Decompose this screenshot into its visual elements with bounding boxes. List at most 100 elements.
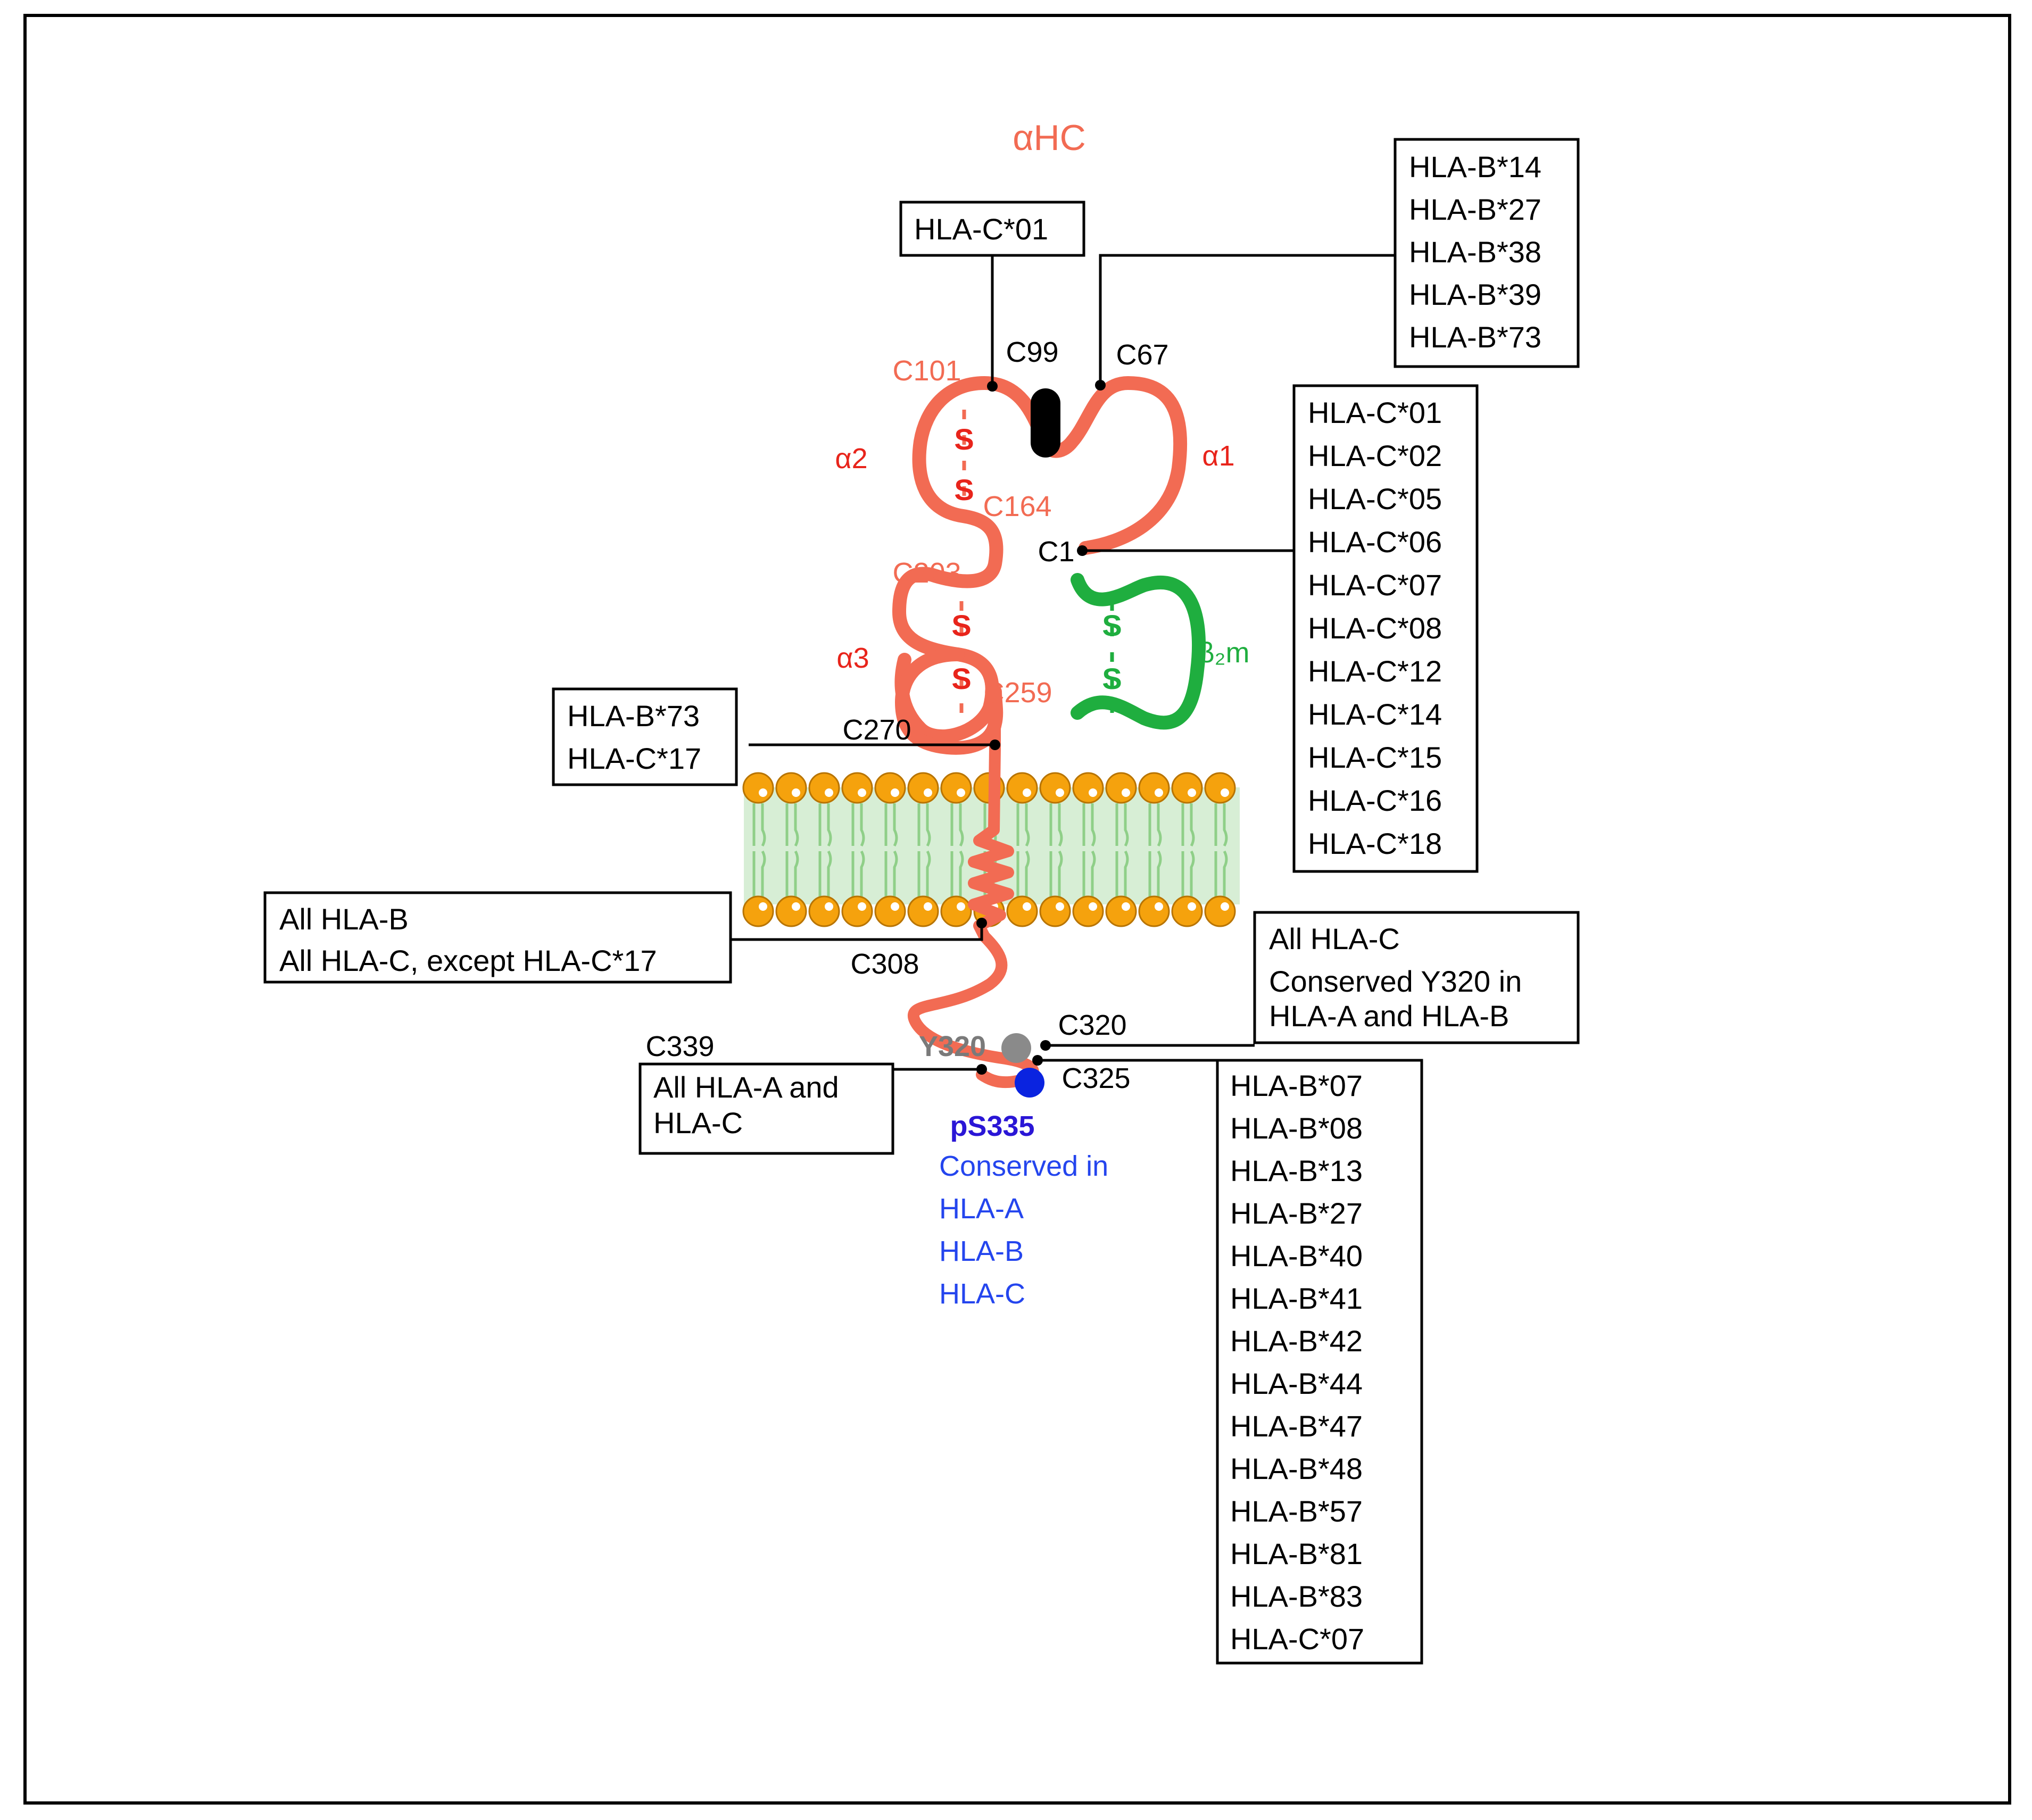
box-c325-line-2: HLA-B*13 [1230,1154,1363,1187]
box-c99 [899,201,1085,257]
lipid-head [1171,772,1203,804]
box-c325-line-7: HLA-B*44 [1230,1367,1363,1400]
label-c270: C270 [842,714,911,746]
ps335-note-1: HLA-A [939,1193,1024,1225]
ss-b2m-bottom: S [1102,662,1122,695]
lipid-head [940,895,972,927]
lipid-head [1138,772,1170,804]
box-c67-line-0: HLA-B*14 [1409,150,1541,184]
lipid-head-highlight [1056,902,1064,911]
lipid-tail-upper [950,803,964,847]
box-c325 [1216,1059,1423,1665]
dot-c325 [1032,1055,1043,1066]
dot-c339 [976,1064,987,1075]
label-c1: C1 [1038,536,1074,568]
lipid-tail-upper [752,803,766,847]
box-c325-line-1: HLA-B*08 [1230,1111,1363,1145]
box-c67-line-1: HLA-B*27 [1409,193,1541,226]
lipid-tail-lower [1082,850,1096,899]
box-c270-line-0: HLA-B*73 [567,699,700,733]
label-ps335: pS335 [950,1110,1034,1142]
ps335-marker [1015,1068,1044,1098]
lipid-head [1072,895,1104,927]
lipid-head-highlight [825,902,833,911]
box-c325-line-3: HLA-B*27 [1230,1196,1363,1230]
lipid-head-highlight [858,902,866,911]
domain-label-a3: α3 [836,642,869,674]
lipid-head [1204,772,1236,804]
lipid-head-highlight [924,902,932,911]
lipid-head [940,772,972,804]
box-c308-line-1: All HLA-C, except HLA-C*17 [279,944,657,977]
dot-c67 [1095,380,1106,390]
lipid-head [907,895,939,927]
ss-a3-bottom: S [951,662,971,695]
lipid-tail-upper [851,803,865,847]
box-c1-line-6: HLA-C*12 [1308,654,1442,688]
box-c339-line-0: All HLA-A and [653,1070,839,1104]
box-c339-line-1: HLA-C [653,1106,743,1140]
lipid-head-highlight [1155,788,1163,797]
box-c320-line-1: Conserved Y320 in [1269,965,1522,998]
lipid-head [742,895,774,927]
box-c67 [1394,138,1580,368]
lipid-head [1204,895,1236,927]
dot-c308 [976,918,987,928]
lipid-head [1006,895,1038,927]
lipid-head-highlight [1155,902,1163,911]
box-c270 [552,687,738,786]
lipid-head-highlight [1056,788,1064,797]
lipid-head [1006,772,1038,804]
lipid-head-highlight [957,902,965,911]
lipid-head [841,772,873,804]
connector-dots [976,380,1106,1075]
ss-b2m-top: S [1102,609,1122,642]
lipid-head-highlight [759,902,767,911]
lipid-tail-lower [917,850,931,899]
connector-c308 [731,923,983,941]
b2m-chain [1071,573,1206,730]
lipid-head [874,772,906,804]
box-c320-line-2: HLA-A and HLA-B [1269,999,1509,1033]
lipid-head [1072,772,1104,804]
label-c339: C339 [645,1030,714,1062]
lipid-head [742,772,774,804]
lipid-head-highlight [1089,902,1097,911]
lipid-head-highlight [1188,902,1196,911]
domain-label-a2: α2 [835,443,867,475]
box-c325-line-13: HLA-C*07 [1230,1622,1364,1656]
ss-a3-top: S [951,609,971,642]
lipid-head [775,772,807,804]
box-c1 [1292,384,1479,873]
box-c270-line-1: HLA-C*17 [567,742,701,775]
lipid-head-highlight [891,902,899,911]
ss-a2-bottom: S [954,473,974,506]
lipid-tail-lower [818,850,832,899]
lipid-head [841,895,873,927]
lipid-head-highlight [792,788,800,797]
box-c320 [1253,911,1580,1044]
lipid-head-highlight [957,788,965,797]
lipid-tails [752,803,1228,899]
box-c325-line-9: HLA-B*48 [1230,1452,1363,1485]
box-c308 [263,891,732,984]
box-c1-line-8: HLA-C*15 [1308,741,1442,774]
lipid-tail-lower [1214,850,1228,899]
lipid-head-highlight [1089,788,1097,797]
lipid-head-highlight [792,902,800,911]
box-c325-line-0: HLA-B*07 [1230,1069,1363,1102]
domain-label-b2m: β₂m [1198,637,1249,669]
lipid-head [1138,895,1170,927]
label-y320: Y320 [919,1030,986,1062]
box-c1-line-4: HLA-C*07 [1308,568,1442,602]
box-c1-line-2: HLA-C*05 [1308,482,1442,516]
y320-marker [1001,1033,1031,1063]
box-c1-line-0: HLA-C*01 [1308,396,1442,429]
box-c1-line-7: HLA-C*14 [1308,697,1442,731]
c99-marker [1031,388,1060,458]
dot-c99 [987,381,998,392]
lipid-tail-upper [1181,803,1195,847]
box-c325-line-5: HLA-B*41 [1230,1282,1363,1315]
lipid-head-highlight [924,788,932,797]
